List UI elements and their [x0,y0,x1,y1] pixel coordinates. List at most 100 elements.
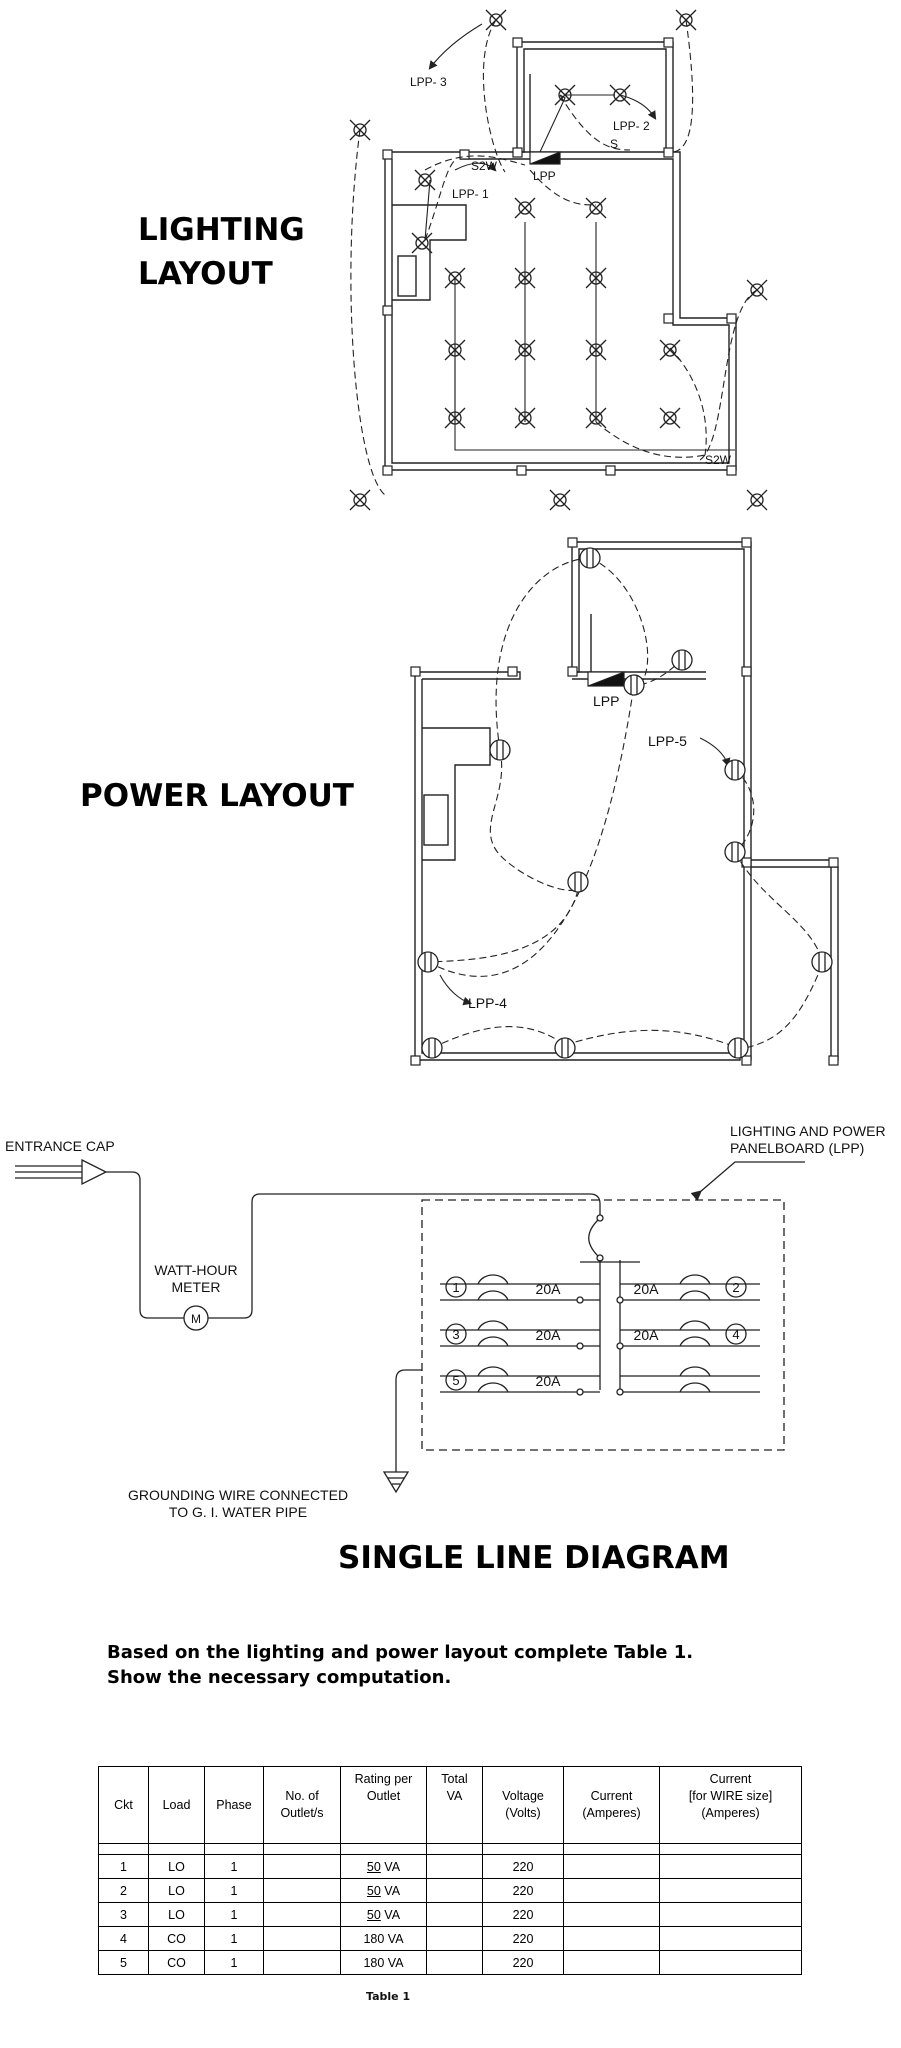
bus-bars [580,1260,640,1390]
label-panel-1: LIGHTING AND POWER [730,1123,886,1139]
feeder-wire [208,1193,601,1319]
cell-wire-current[interactable] [659,1950,802,1975]
cell-wire-current[interactable] [659,1902,802,1927]
cell-current[interactable] [563,1950,660,1975]
lighting-homeruns [350,19,758,496]
cell-voltage: 220 [482,1878,564,1903]
cell-load: LO [148,1854,205,1879]
service-drop-wire [106,1171,184,1319]
cell-current[interactable] [563,1902,660,1927]
label-meter-1: WATT-HOUR [154,1262,237,1278]
lighting-title-line2: LAYOUT [138,256,273,292]
main-breaker [588,1217,601,1259]
header-wire-current: Current[for WIRE size](Amperes) [659,1766,802,1844]
sld-labels: ENTRANCE CAP WATT-HOUR METER M LIGHTING … [5,1123,886,1520]
label-lpp-5: LPP-5 [648,733,687,749]
cell-rating: 180 VA [340,1950,427,1975]
header-voltage: Voltage(Volts) [482,1766,564,1844]
circuit-marker-1 [445,1276,467,1298]
cell-ckt: 1 [98,1854,149,1879]
table-row: 2 LO 1 50 VA 220 [98,1878,802,1903]
cell-outlets[interactable] [263,1950,341,1975]
cell-rating: 180 VA [340,1926,427,1951]
table-caption: Table 1 [366,1990,411,2003]
table-row: 5 CO 1 180 VA 220 [98,1950,802,1975]
breaker-rating-5: 20A [536,1373,562,1389]
label-lpp-panel: LPP [533,169,556,183]
ground-symbol [382,1471,410,1494]
cell-ckt: 4 [98,1926,149,1951]
cell-total-va[interactable] [426,1950,483,1975]
cell-wire-current[interactable] [659,1878,802,1903]
label-ground-1: GROUNDING WIRE CONNECTED [128,1487,348,1503]
lighting-title-line1: LIGHTING [138,212,305,248]
lighting-wall-posts [382,37,737,476]
cell-current[interactable] [563,1854,660,1879]
cell-total-va[interactable] [426,1878,483,1903]
cell-load: LO [148,1878,205,1903]
cell-load: CO [148,1926,205,1951]
power-homeruns [427,557,823,1049]
lighting-layout-title: LIGHTING LAYOUT [138,208,398,296]
cell-total-va[interactable] [426,1926,483,1951]
power-wall-posts [410,537,839,1066]
cell-outlets[interactable] [263,1926,341,1951]
power-walls [414,541,839,1061]
power-arrows [439,737,731,1006]
cell-current[interactable] [563,1878,660,1903]
breaker-circuit-markers [445,1276,747,1391]
cell-outlets[interactable] [263,1902,341,1927]
cell-current[interactable] [563,1926,660,1951]
circuit-number-1: 1 [452,1280,459,1295]
breaker-rating-4: 20A [634,1327,660,1343]
cell-outlets[interactable] [263,1878,341,1903]
label-lpp-4: LPP-4 [468,995,507,1011]
label-lpp-2: LPP- 2 [613,119,650,133]
label-meter-2: METER [172,1279,221,1295]
label-power-lpp: LPP [593,693,619,709]
power-labels: LPP LPP-5 LPP-4 [468,693,687,1011]
cell-load: LO [148,1902,205,1927]
power-outlets [417,547,833,1059]
lighting-wiring [424,94,735,451]
circuit-marker-3 [445,1323,467,1345]
cell-voltage: 220 [482,1926,564,1951]
grounding-wire [395,1369,422,1472]
label-lpp-3: LPP- 3 [410,75,447,89]
cell-rating: 50 VA [340,1854,427,1879]
circuit-number-5: 5 [452,1373,459,1388]
cell-wire-current[interactable] [659,1926,802,1951]
cell-phase: 1 [204,1902,264,1927]
cell-phase: 1 [204,1926,264,1951]
lighting-panel-symbol [529,151,561,165]
circuit-marker-4 [725,1323,747,1345]
header-ckt: Ckt [98,1766,149,1844]
cell-wire-current[interactable] [659,1854,802,1879]
cell-rating: 50 VA [340,1878,427,1903]
label-ground-2: TO G. I. WATER PIPE [169,1504,307,1520]
table-row: 3 LO 1 50 VA 220 [98,1902,802,1927]
power-panel-symbol [587,671,625,687]
bus-taps [576,1296,624,1396]
cell-voltage: 220 [482,1950,564,1975]
cell-voltage: 220 [482,1902,564,1927]
lighting-arrows [428,23,657,172]
header-current: Current(Amperes) [563,1766,660,1844]
cell-phase: 1 [204,1950,264,1975]
lighting-walls [384,41,737,471]
breaker-rating-2: 20A [634,1281,660,1297]
lighting-labels: LPP- 3 LPP- 2 S S2W LPP LPP- 1 S2W [410,75,732,467]
table-spacer-row [98,1843,802,1855]
cell-outlets[interactable] [263,1854,341,1879]
meter-symbol-letter: M [191,1312,201,1326]
cell-total-va[interactable] [426,1854,483,1879]
cell-voltage: 220 [482,1854,564,1879]
instruction-line1: Based on the lighting and power layout c… [107,1642,694,1663]
table-row: 1 LO 1 50 VA 220 [98,1854,802,1879]
cell-total-va[interactable] [426,1902,483,1927]
